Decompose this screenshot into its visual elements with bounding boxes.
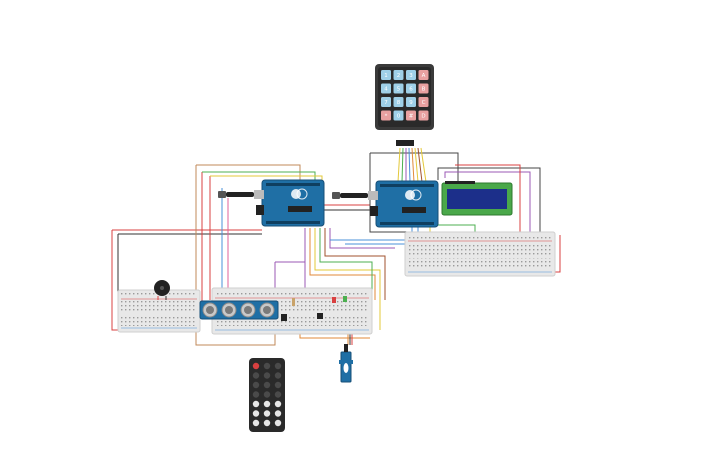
breadboard-right <box>404 231 556 277</box>
keypad-key-label: 9 <box>409 100 413 106</box>
keypad-key-label: A <box>422 73 426 79</box>
arduino-right[interactable] <box>368 180 439 228</box>
remote-button[interactable] <box>263 400 271 408</box>
remote-button[interactable] <box>252 362 260 370</box>
keypad-key-label: 8 <box>397 100 401 106</box>
arduino-left[interactable] <box>254 179 325 227</box>
keypad-key[interactable]: 5 <box>393 83 404 94</box>
remote-button[interactable] <box>252 410 260 417</box>
keypad-key[interactable]: A <box>418 70 429 80</box>
keypad-key[interactable]: * <box>381 110 391 121</box>
keypad-4x4[interactable]: 1 2 3 A 4 5 6 B 7 8 9 C * 0 # D <box>375 64 434 146</box>
keypad-key-label: 1 <box>384 73 388 79</box>
keypad-key-label: 5 <box>397 87 401 93</box>
keypad-key-label: 4 <box>384 87 388 93</box>
remote-button[interactable] <box>274 391 282 398</box>
remote-button[interactable] <box>274 372 282 379</box>
keypad-key-label: * <box>385 114 388 120</box>
transistor <box>317 313 323 319</box>
ir-remote <box>249 358 285 432</box>
keypad-key-label: 0 <box>397 114 401 120</box>
keypad-key[interactable]: # <box>406 110 416 121</box>
keypad-key[interactable]: 0 <box>393 110 404 121</box>
keypad-key[interactable]: 8 <box>393 97 404 107</box>
remote-button[interactable] <box>274 410 282 417</box>
usb-cable-left <box>218 191 254 198</box>
keypad-key[interactable]: 7 <box>381 97 391 107</box>
remote-button[interactable] <box>263 410 271 417</box>
ir-receiver <box>281 314 287 321</box>
keypad-key-label: D <box>421 114 425 120</box>
remote-button[interactable] <box>252 400 260 408</box>
piezo-buzzer <box>154 280 170 300</box>
keypad-key[interactable]: 4 <box>381 83 391 94</box>
ultrasonic-sensor <box>199 300 279 320</box>
remote-button[interactable] <box>252 381 260 389</box>
keypad-key-label: C <box>422 100 426 106</box>
remote-button[interactable] <box>274 400 282 408</box>
remote-button[interactable] <box>252 391 260 398</box>
keypad-key-label: 2 <box>397 73 401 79</box>
remote-button[interactable] <box>274 362 282 370</box>
led-green <box>343 296 347 302</box>
servo-motor <box>339 344 353 383</box>
keypad-key[interactable]: 3 <box>406 70 416 80</box>
keypad-key[interactable]: 1 <box>381 70 391 80</box>
keypad-key-label: 3 <box>409 73 413 79</box>
keypad-key-label: 6 <box>409 87 413 93</box>
remote-button[interactable] <box>263 419 271 427</box>
keypad-key[interactable]: D <box>418 110 429 121</box>
remote-button[interactable] <box>252 419 260 427</box>
keypad-key-label: 7 <box>384 100 388 106</box>
keypad-key[interactable]: 6 <box>406 83 416 94</box>
remote-button[interactable] <box>263 372 271 379</box>
remote-button[interactable] <box>274 419 282 427</box>
resistor <box>292 298 295 306</box>
keypad-key-label: B <box>422 87 426 93</box>
keypad-key[interactable]: B <box>418 83 429 94</box>
keypad-key[interactable]: 2 <box>393 70 404 80</box>
usb-cable-right <box>332 192 368 199</box>
breadboard-small-left <box>117 289 201 333</box>
remote-button[interactable] <box>263 362 271 370</box>
keypad-key-label: # <box>409 114 414 120</box>
keypad-key[interactable]: 9 <box>406 97 416 107</box>
keypad-key[interactable]: C <box>418 97 429 107</box>
remote-button[interactable] <box>274 381 282 389</box>
remote-button[interactable] <box>263 391 271 398</box>
remote-button[interactable] <box>263 381 271 389</box>
lcd-16x2 <box>441 181 513 216</box>
remote-button[interactable] <box>252 372 260 379</box>
led-red <box>332 297 336 303</box>
